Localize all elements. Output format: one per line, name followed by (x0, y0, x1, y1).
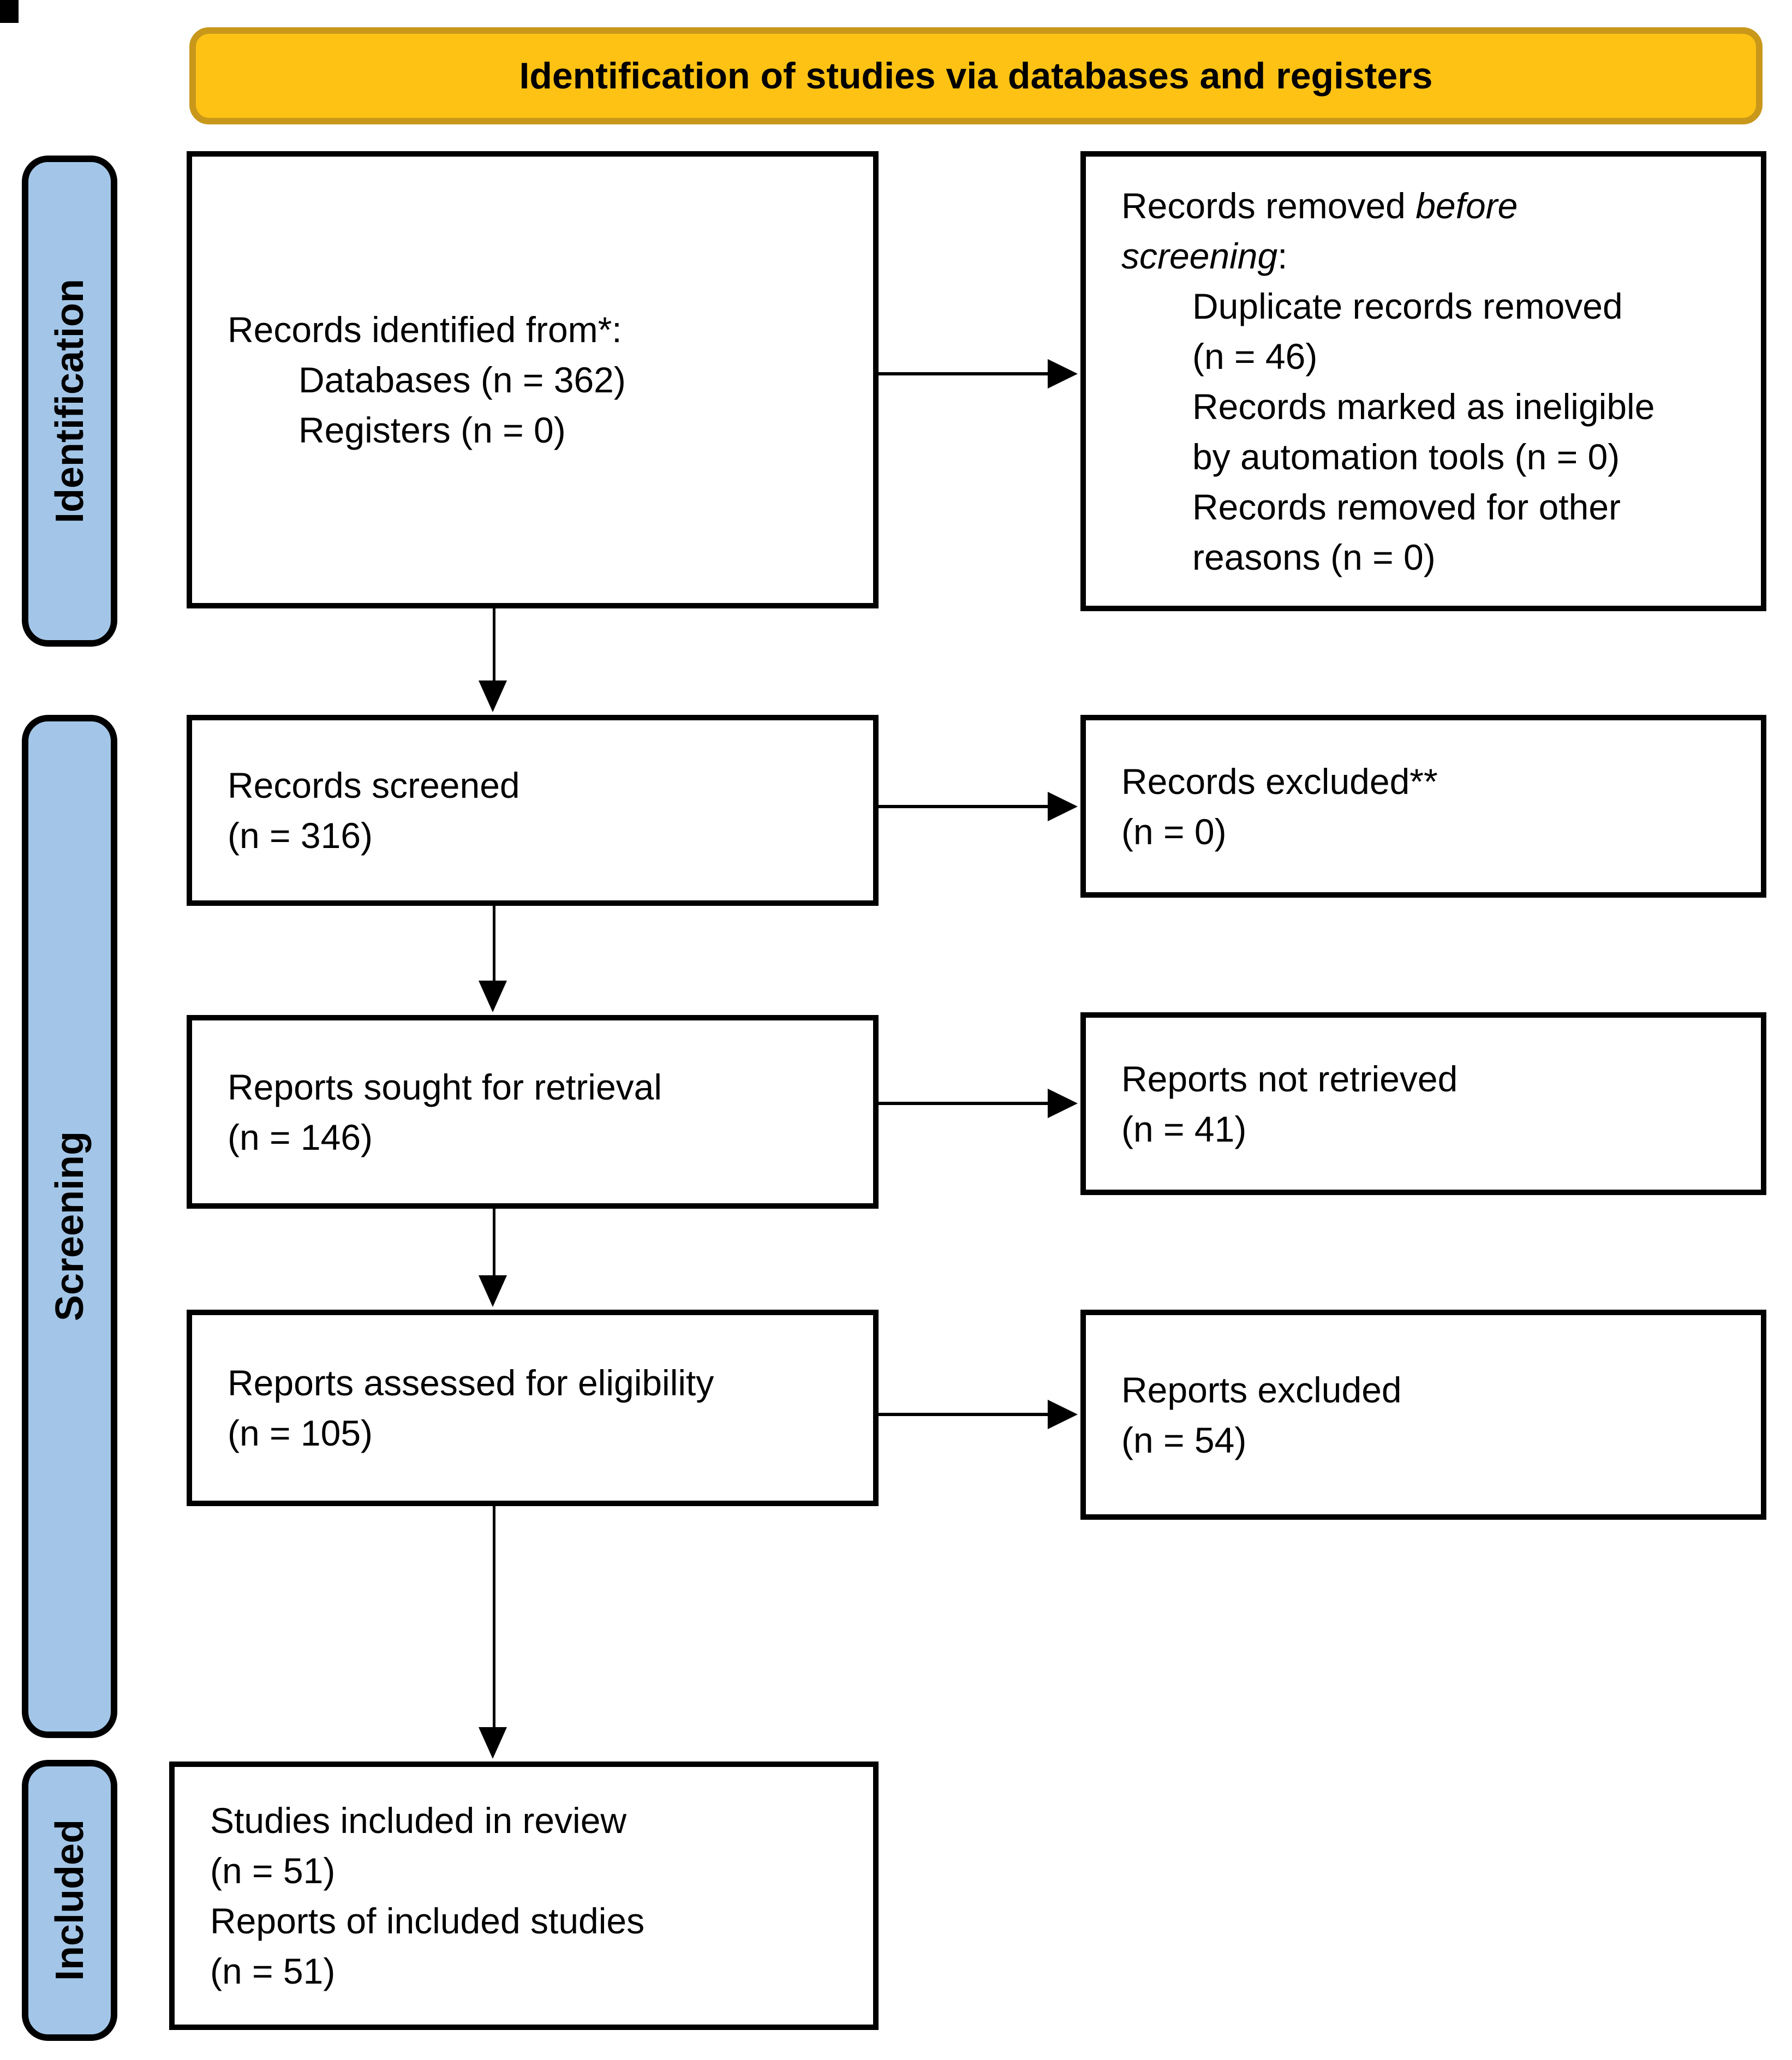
reports-assessed-box: Reports assessed for eligibility (n = 10… (187, 1310, 879, 1506)
arrow-head-down-icon (479, 1275, 507, 1307)
box-line-part-italic: before (1415, 185, 1518, 226)
reports-assessed-text: Reports assessed for eligibility (n = 10… (192, 1358, 730, 1458)
box-line: Studies included in review (210, 1800, 627, 1841)
box-line: (n = 105) (228, 1413, 373, 1453)
stage-identification-label: Identification (47, 279, 92, 523)
arrow-head-right-icon (1048, 359, 1078, 389)
box-line: Reports excluded (1121, 1369, 1402, 1410)
stage-included: Included (22, 1760, 117, 2041)
records-screened-box: Records screened (n = 316) (187, 715, 879, 906)
box-line: Reports of included studies (210, 1901, 645, 1941)
arrow-line (493, 906, 495, 982)
records-excluded-text: Records excluded** (n = 0) (1086, 756, 1454, 857)
arrow-line (879, 1413, 1049, 1416)
arrow-head-right-icon (1048, 1089, 1078, 1118)
box-line: screening: (1121, 231, 1654, 281)
box-line: Reports assessed for eligibility (228, 1363, 714, 1403)
box-line: reasons (n = 0) (1192, 536, 1436, 577)
arrow-head-right-icon (1048, 792, 1078, 821)
box-line: (n = 316) (228, 815, 373, 856)
records-removed-text: Records removed before screening: Duplic… (1086, 181, 1671, 582)
box-line-part-italic: screening (1121, 235, 1278, 276)
stage-screening: Screening (22, 715, 117, 1738)
box-line: (n = 0) (1121, 811, 1227, 852)
arrow-line (879, 805, 1049, 808)
banner-title: Identification of studies via databases … (519, 55, 1433, 97)
arrow-head-down-icon (479, 981, 507, 1012)
records-removed-box: Records removed before screening: Duplic… (1080, 151, 1766, 611)
box-line: Duplicate records removed (1192, 285, 1623, 326)
box-line-part: : (1277, 235, 1288, 276)
box-line: (n = 46) (1192, 336, 1318, 377)
box-line: Reports not retrieved (1121, 1058, 1458, 1099)
stage-identification: Identification (22, 156, 117, 647)
box-line: (n = 51) (210, 1850, 336, 1891)
box-line: (n = 54) (1121, 1419, 1247, 1460)
page-corner-mark (0, 0, 19, 23)
reports-not-retrieved-box: Reports not retrieved (n = 41) (1080, 1012, 1766, 1195)
box-line: Registers (n = 0) (298, 410, 566, 450)
studies-included-box: Studies included in review (n = 51) Repo… (169, 1762, 879, 2030)
reports-sought-box: Reports sought for retrieval (n = 146) (187, 1015, 879, 1209)
records-screened-text: Records screened (n = 316) (192, 760, 536, 861)
arrow-head-down-icon (479, 1727, 507, 1759)
box-line-part: Records removed (1121, 185, 1416, 226)
box-line: Records removed before (1121, 181, 1654, 231)
reports-excluded-text: Reports excluded (n = 54) (1086, 1365, 1418, 1465)
arrow-line (879, 1102, 1049, 1105)
records-identified-text: Records identified from*: Databases (n =… (192, 304, 642, 455)
arrow-line (493, 1209, 495, 1277)
box-line: (n = 51) (210, 1951, 336, 1991)
box-line: Records screened (228, 765, 520, 805)
reports-not-retrieved-text: Reports not retrieved (n = 41) (1086, 1054, 1474, 1154)
arrow-head-down-icon (479, 680, 507, 712)
banner: Identification of studies via databases … (189, 27, 1763, 124)
box-line: Reports sought for retrieval (228, 1066, 662, 1107)
box-line: Records marked as ineligible (1192, 386, 1655, 427)
arrow-line (493, 608, 495, 682)
reports-excluded-box: Reports excluded (n = 54) (1080, 1310, 1766, 1520)
box-line: Records excluded** (1121, 761, 1438, 802)
studies-included-text: Studies included in review (n = 51) Repo… (175, 1795, 661, 1996)
arrow-line (879, 372, 1049, 375)
stage-screening-label: Screening (47, 1131, 92, 1322)
reports-sought-text: Reports sought for retrieval (n = 146) (192, 1062, 678, 1162)
box-line: Records identified from*: (228, 309, 622, 350)
box-line: by automation tools (n = 0) (1192, 436, 1620, 477)
records-excluded-box: Records excluded** (n = 0) (1080, 715, 1766, 898)
arrow-head-right-icon (1048, 1400, 1078, 1429)
box-line: (n = 41) (1121, 1108, 1247, 1149)
arrow-line (493, 1506, 495, 1729)
records-identified-box: Records identified from*: Databases (n =… (187, 151, 879, 608)
box-line: Records removed for other (1192, 486, 1621, 527)
stage-included-label: Included (47, 1819, 92, 1981)
box-line: (n = 146) (228, 1116, 373, 1157)
box-line: Databases (n = 362) (298, 360, 626, 400)
